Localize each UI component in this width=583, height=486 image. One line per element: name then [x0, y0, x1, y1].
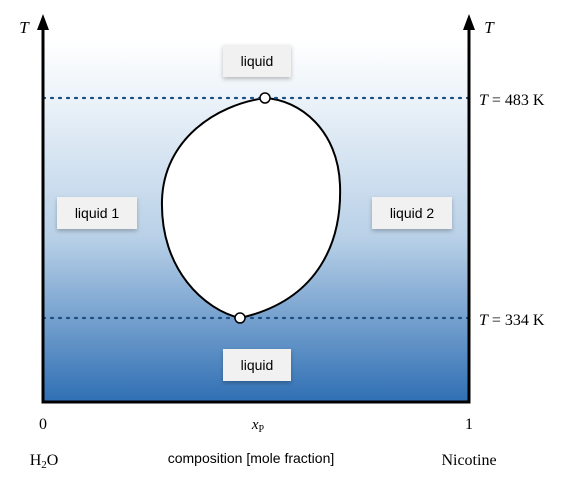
left-axis-label: T [19, 18, 30, 37]
region-right-text: liquid 2 [390, 205, 435, 221]
region-top-text: liquid [241, 53, 274, 69]
upper-critical-point [259, 92, 271, 104]
x-max-label: 1 [465, 416, 473, 433]
region-left-text: liquid 1 [75, 205, 120, 221]
right-axis-arrow-icon [463, 14, 475, 30]
region-bottom-text: liquid [241, 357, 274, 373]
x-mid-label: xP [251, 417, 265, 435]
left-axis-arrow-icon [37, 14, 49, 30]
lower-critical-point [234, 312, 246, 324]
upper-temperature-label: T = 483 K [479, 92, 545, 109]
left-component-label: H2O [30, 452, 59, 471]
x-min-label: 0 [39, 416, 47, 433]
x-axis-title: composition [mole fraction] [168, 450, 335, 466]
right-axis-label: T [484, 18, 495, 37]
region-label-left: liquid 1 [57, 197, 137, 229]
region-label-right: liquid 2 [372, 197, 452, 229]
region-label-top: liquid [223, 45, 291, 77]
right-component-label: Nicotine [441, 452, 496, 469]
lower-temperature-label: T = 334 K [479, 312, 545, 329]
region-label-bottom: liquid [223, 349, 291, 381]
